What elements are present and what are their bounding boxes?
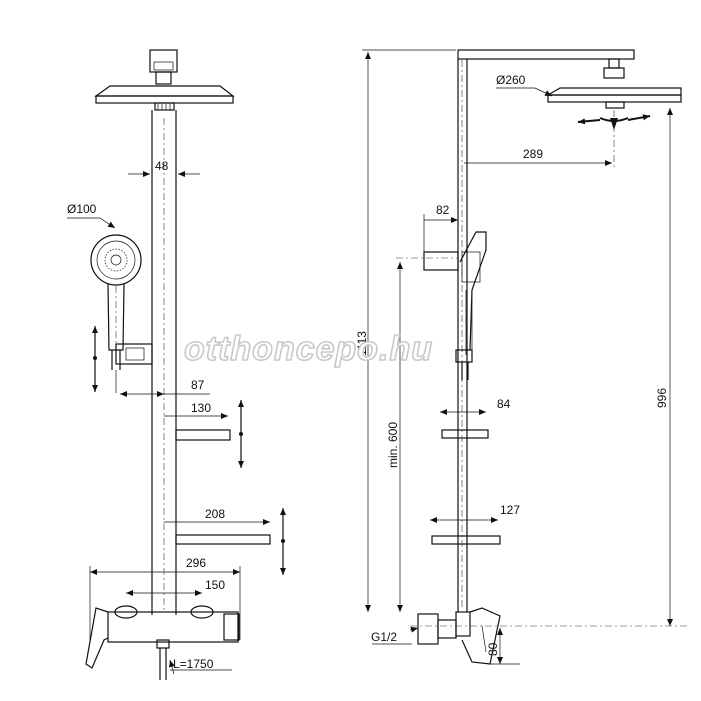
dim-min-height: min. 600 bbox=[386, 262, 403, 612]
dim-min-height-label: min. 600 bbox=[386, 422, 400, 468]
dim-large-shelf-depth-label: 127 bbox=[500, 503, 520, 517]
dim-holder-depth-label: 82 bbox=[436, 203, 450, 217]
dim-shower-height-label: 996 bbox=[655, 388, 669, 408]
dim-handshower-diameter-label: Ø100 bbox=[67, 202, 97, 216]
side-hand-shower bbox=[396, 231, 487, 380]
dim-total-height: 1113 bbox=[355, 49, 456, 612]
front-large-shelf: 208 bbox=[164, 507, 286, 575]
side-large-shelf: 127 bbox=[430, 503, 520, 545]
side-view: Ø260 289 82 bbox=[355, 49, 690, 665]
holder-adjust-arrow bbox=[92, 326, 98, 392]
dim-holder-offset-label: 87 bbox=[191, 378, 205, 392]
dim-small-shelf-label: 130 bbox=[191, 401, 211, 415]
dim-pipe-width-label: 48 bbox=[155, 159, 169, 173]
dim-pipe-width: 48 bbox=[128, 159, 200, 177]
watermark: otthoncepo.hu bbox=[184, 330, 433, 368]
front-hand-shower: Ø100 bbox=[67, 202, 142, 393]
front-holder bbox=[115, 343, 153, 365]
front-view: 48 Ø100 87 bbox=[67, 49, 286, 680]
side-small-shelf: 84 bbox=[440, 397, 511, 439]
front-small-shelf: 130 bbox=[164, 400, 244, 468]
front-mixer: 296 150 L=1750 bbox=[85, 556, 241, 680]
side-pipe bbox=[457, 49, 635, 612]
dim-connection-label: G1/2 bbox=[371, 630, 397, 644]
dim-hose-length-label: L=1750 bbox=[173, 657, 214, 671]
dim-mixer-overall-label: 296 bbox=[186, 556, 206, 570]
dim-large-shelf-label: 208 bbox=[205, 507, 225, 521]
dim-arm-reach-label: 289 bbox=[523, 147, 543, 161]
dim-outlet-height-label: 80 bbox=[486, 642, 500, 656]
front-pipe bbox=[151, 110, 177, 615]
dim-mixer-centers-label: 150 bbox=[205, 578, 225, 592]
dim-shower-height: 996 bbox=[410, 108, 690, 627]
side-mixer: G1/2 80 bbox=[371, 607, 520, 665]
dim-arm-reach: 289 bbox=[464, 147, 612, 166]
dim-holder-offset: 87 bbox=[120, 378, 210, 397]
dim-small-shelf-depth-label: 84 bbox=[497, 397, 511, 411]
dim-total-height-label: 1113 bbox=[355, 331, 369, 356]
front-overhead-shower bbox=[94, 49, 235, 111]
dim-holder-depth: 82 bbox=[423, 203, 458, 255]
side-overhead-shower: Ø260 bbox=[496, 58, 682, 170]
dim-overhead-diameter-label: Ø260 bbox=[496, 73, 526, 87]
